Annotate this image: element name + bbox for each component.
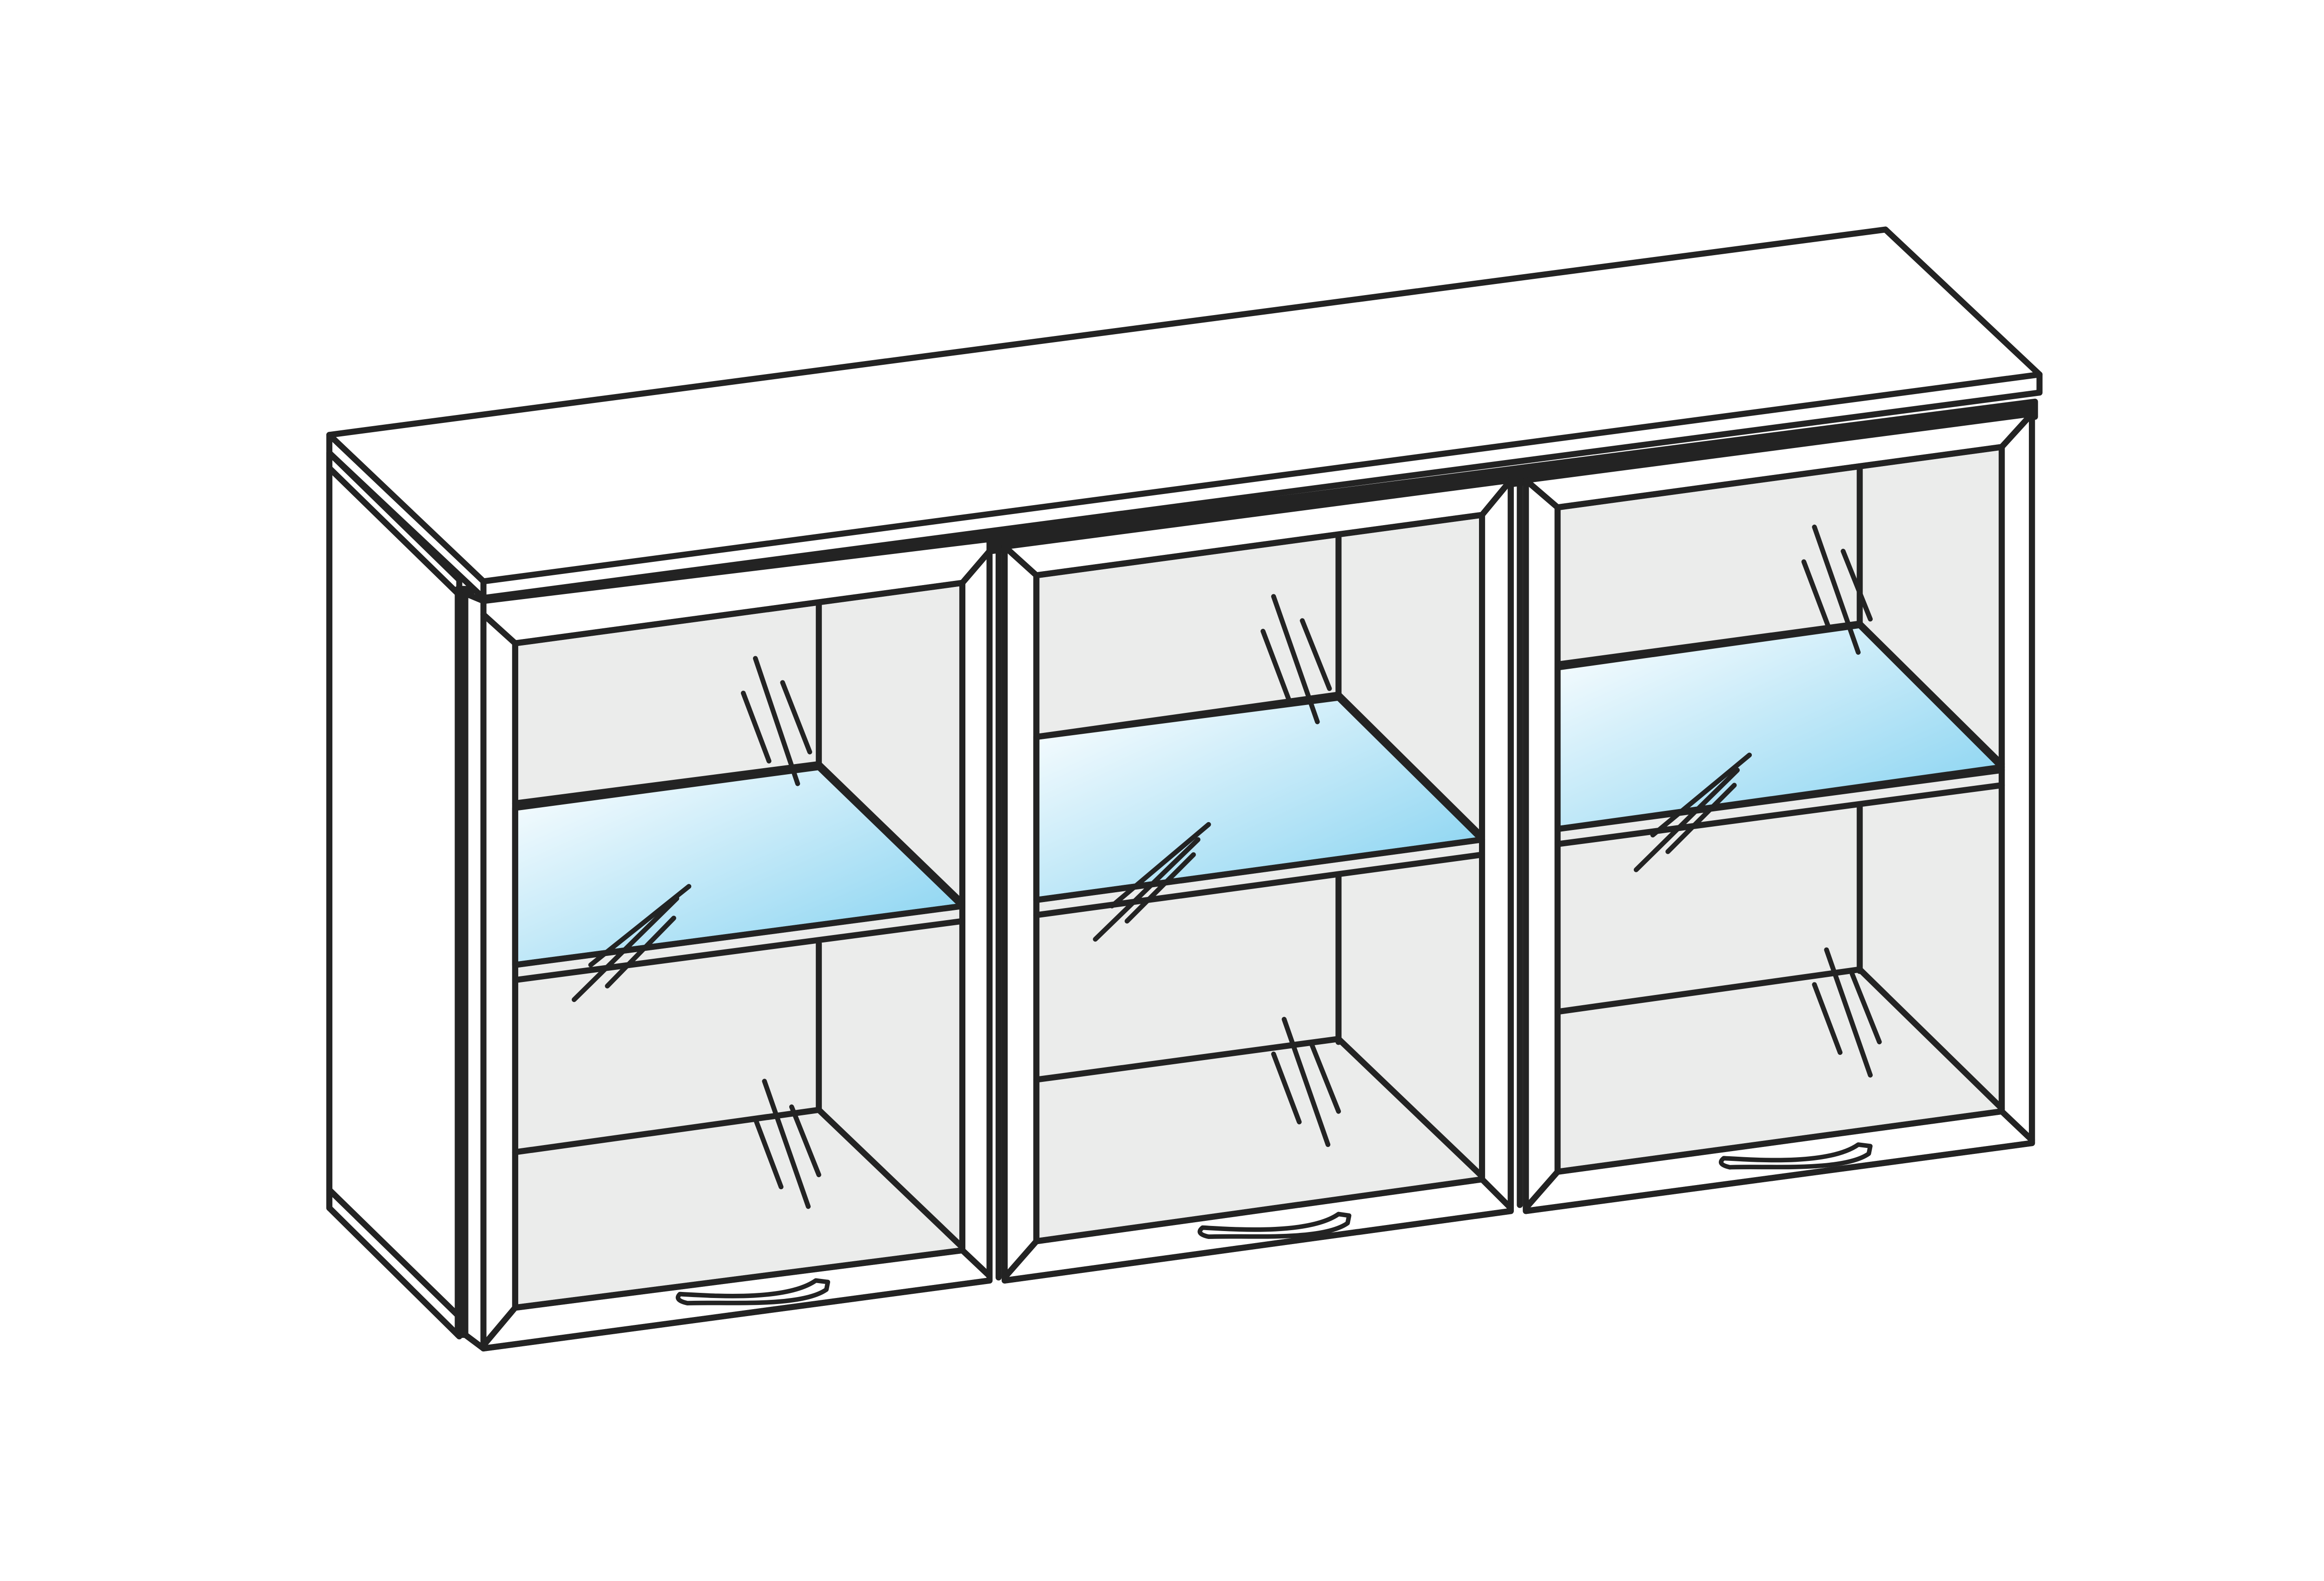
left-door-glass-reflection [571,656,821,1209]
right-door-handle[interactable] [1719,1142,1873,1170]
middle-door-handle[interactable] [1197,1212,1352,1239]
left-glass-door[interactable] [462,530,1002,1352]
middle-door-glass-reflection [1093,594,1341,1147]
right-door-glass-reflection [1633,524,1882,1078]
right-glass-door[interactable] [1523,410,2035,1214]
left-door-handle[interactable] [675,1278,831,1306]
cabinet-left-side-panel [326,450,475,1340]
middle-glass-door[interactable] [1001,471,1523,1284]
